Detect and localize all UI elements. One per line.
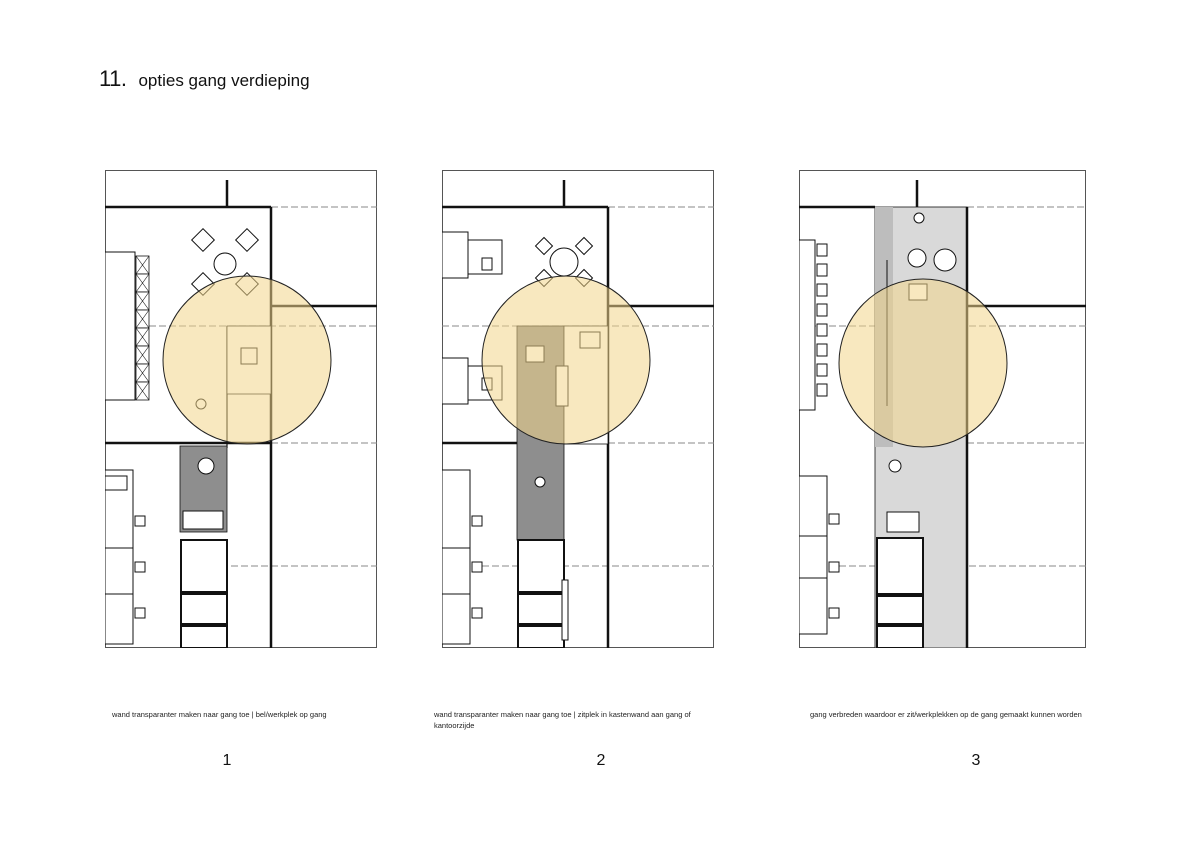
- floor-plan-option-2: [442, 170, 714, 648]
- caption-option-3: gang verbreden waardoor er zit/werkplekk…: [810, 710, 1082, 719]
- page-heading: 11. opties gang verdieping: [99, 66, 310, 92]
- caption-option-2: wand transparanter maken naar gang toe |…: [434, 710, 691, 730]
- page-number: 11.: [99, 66, 127, 91]
- caption-option-1: wand transparanter maken naar gang toe |…: [112, 710, 327, 719]
- option-number-2: 2: [596, 752, 606, 769]
- floor-plan-option-3: [799, 170, 1086, 648]
- option-number-3: 3: [971, 752, 981, 769]
- option-number-1: 1: [222, 752, 232, 769]
- page-title: opties gang verdieping: [138, 71, 310, 90]
- floor-plan-option-1: [105, 170, 377, 648]
